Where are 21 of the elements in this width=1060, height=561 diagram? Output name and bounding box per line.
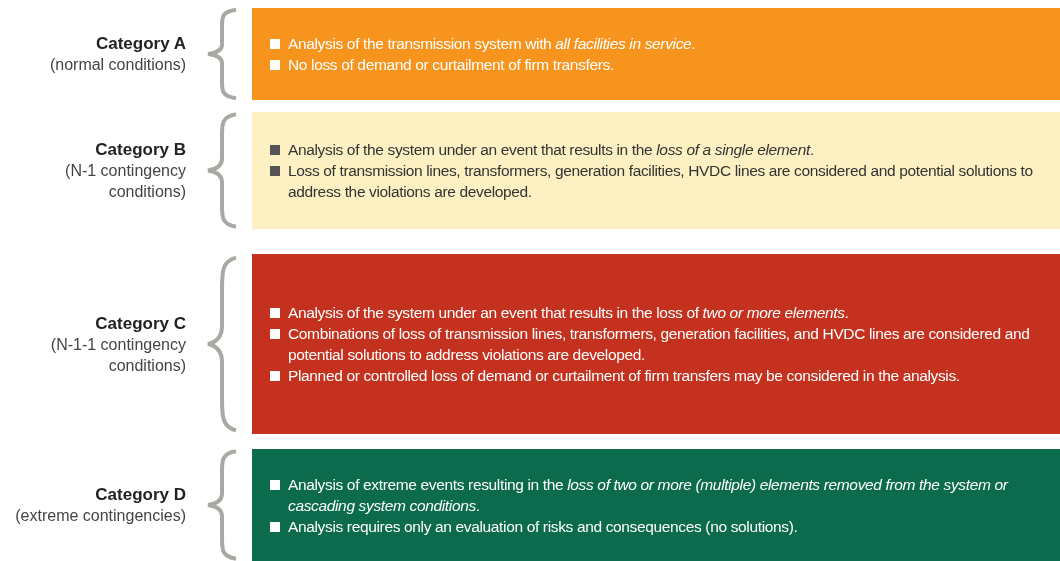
category-subtitle: (extreme contingencies): [15, 506, 186, 526]
bullet-text: Analysis of extreme events resulting in the loss of two or more (multiple) elements removed from the system or cascading system conditions.: [288, 474, 1010, 516]
category-subtitle: (N-1 contingency conditions): [64, 161, 186, 202]
category-heading: Category C: [94, 312, 186, 334]
category-panel: [252, 449, 1060, 561]
category-panel: [252, 254, 1060, 434]
bullet-text: Planned or controlled loss of demand or curtailment of firm transfers may be considered in the analysis.: [288, 366, 960, 386]
category-subtitle: (normal conditions): [49, 55, 186, 75]
category-panel: [252, 8, 1060, 100]
bullet-text: Analysis of the system under an event that results in the loss of two or more elements.: [288, 303, 849, 323]
bullet-text: No loss of demand or curtailment of firm transfers.: [288, 55, 614, 75]
category-heading: Category A: [94, 33, 186, 54]
bullet-text: Combinations of loss of transmission lines, transformers, generation facilities, and HVDC lines are considered and potential solutions to address violations are developed.: [288, 324, 1031, 365]
bullet-text: Loss of transmission lines, transformers, generation facilities, HVDC lines are considered and potential solutions to address the violations are developed.: [288, 161, 1034, 202]
category-heading: Category B: [94, 139, 186, 160]
bullet-text: Analysis of the transmission system with all facilities in service.: [288, 34, 696, 54]
bullet-text: Analysis of the system under an event that results in the loss of a single element.: [288, 140, 814, 160]
category-heading: Category D: [94, 484, 186, 505]
category-panel: [252, 112, 1060, 229]
bullet-text: Analysis requires only an evaluation of risks and consequences (no solutions).: [288, 516, 798, 537]
category-subtitle: (N-1-1 contingency conditions): [49, 334, 186, 376]
